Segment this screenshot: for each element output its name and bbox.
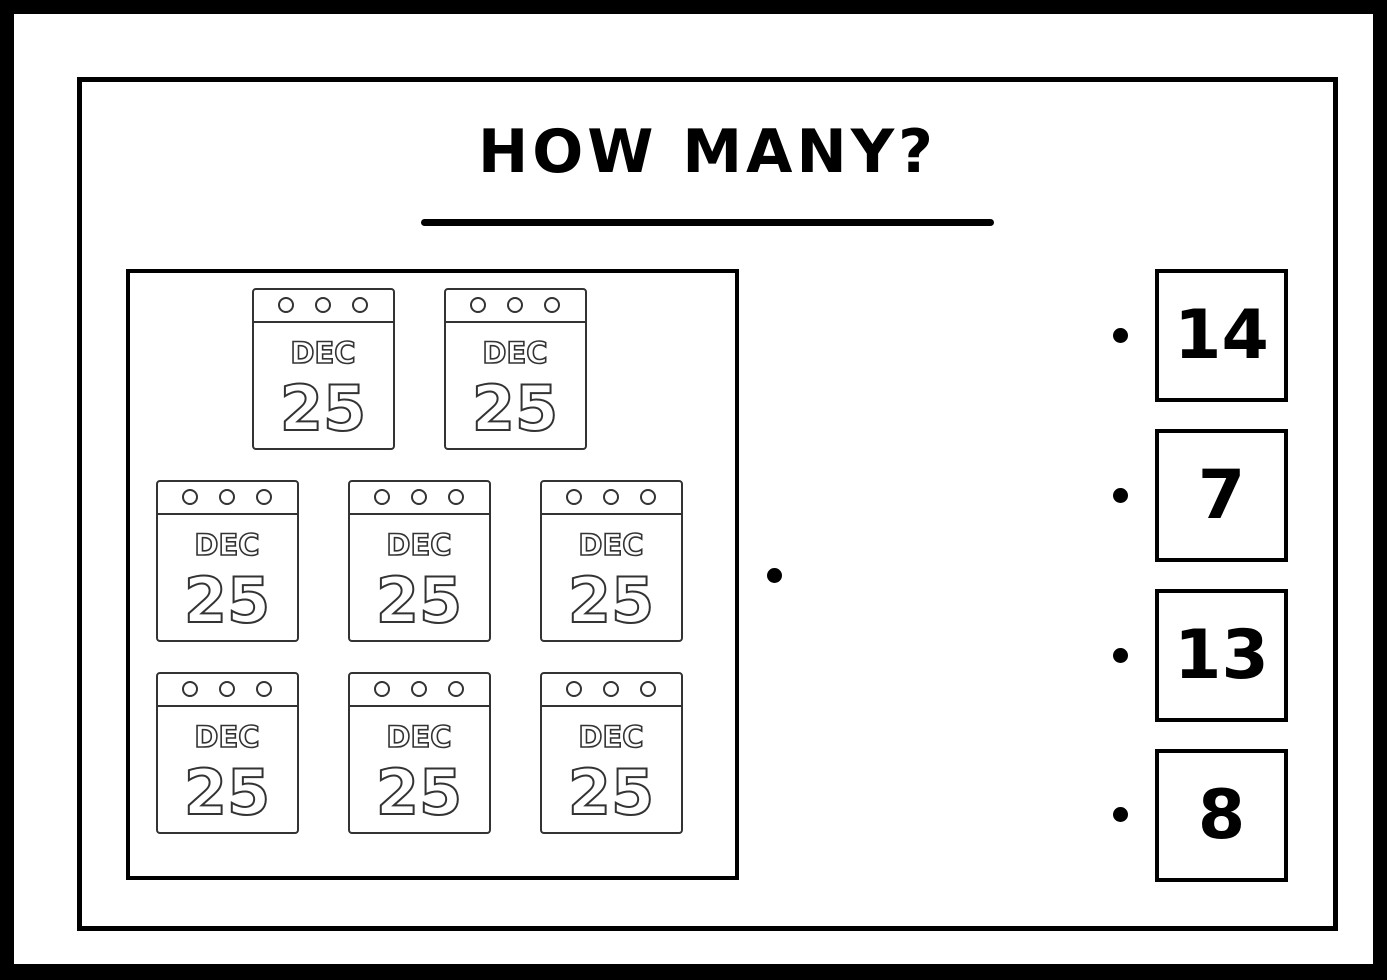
choice-dot-3[interactable] [1113,648,1128,663]
calendar-month: DEC [194,528,259,562]
choice-dot-1[interactable] [1113,328,1128,343]
calendar-month: DEC [482,336,547,370]
page-title: HOW MANY? [478,117,937,187]
calendar-day: 25 [568,756,654,829]
choice-label: 13 [1174,616,1269,695]
choice-label: 8 [1197,776,1246,855]
calendar-day: 25 [376,564,462,637]
choice-box-2[interactable]: 7 [1155,429,1288,562]
answer-line [421,219,994,226]
calendar-month: DEC [290,336,355,370]
choice-box-4[interactable]: 8 [1155,749,1288,882]
choice-label: 7 [1197,456,1246,535]
calendar-month: DEC [386,528,451,562]
calendar-day: 25 [184,564,270,637]
choice-dot-4[interactable] [1113,807,1128,822]
calendar-day: 25 [184,756,270,829]
calendar-day: 25 [472,372,558,445]
calendar-month: DEC [578,720,643,754]
choice-label: 14 [1174,296,1269,375]
calendar-month: DEC [386,720,451,754]
picture-box [126,269,739,880]
worksheet-frame [77,77,1338,931]
calendar-day: 25 [568,564,654,637]
choice-box-3[interactable]: 13 [1155,589,1288,722]
calendar-day: 25 [280,372,366,445]
calendar-month: DEC [194,720,259,754]
calendar-month: DEC [578,528,643,562]
calendar-day: 25 [376,756,462,829]
choice-box-1[interactable]: 14 [1155,269,1288,402]
choice-dot-2[interactable] [1113,488,1128,503]
picture-connect-dot[interactable] [767,568,782,583]
